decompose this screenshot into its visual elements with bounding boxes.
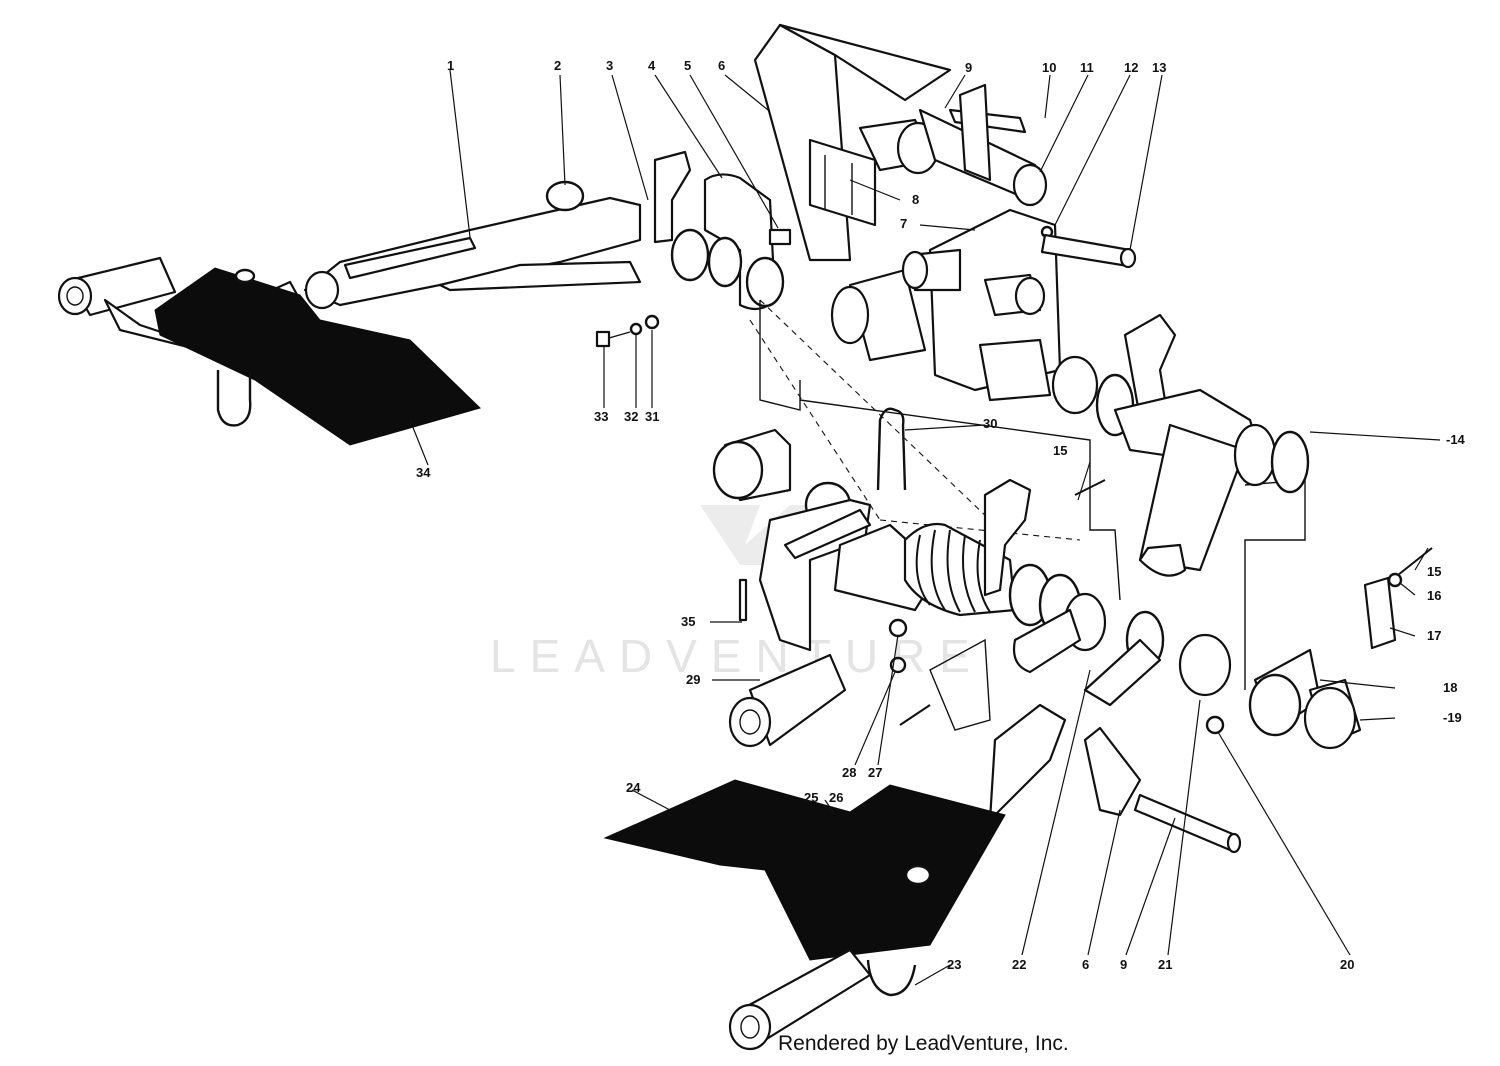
callout-28: 28 [842, 765, 856, 780]
leader-lines [409, 69, 1441, 986]
callout-9-lower: 9 [1120, 957, 1127, 972]
callout-6-lower: 6 [1082, 957, 1089, 972]
callout-1: 1 [447, 58, 454, 73]
credit-text: Rendered by LeadVenture, Inc. [778, 1032, 1069, 1055]
callout-34: 34 [416, 465, 431, 480]
callout-2: 2 [554, 58, 561, 73]
callout-25: 25 [804, 790, 818, 805]
callout-19: -19 [1443, 710, 1462, 725]
callout-9: 9 [965, 60, 972, 75]
bracket-plates [749, 23, 1306, 690]
callout-18: 18 [1443, 680, 1457, 695]
callout-30: 30 [983, 416, 997, 431]
lower-spring-assembly [712, 407, 1433, 854]
callout-17: 17 [1427, 628, 1441, 643]
callout-29: 29 [686, 672, 700, 687]
callout-20: 20 [1340, 957, 1354, 972]
callout-32: 32 [624, 409, 638, 424]
callout-16: 16 [1427, 588, 1441, 603]
callout-33: 33 [594, 409, 608, 424]
callout-23: 23 [947, 957, 961, 972]
lower-pedal-assembly [603, 703, 1067, 1051]
callout-26: 26 [829, 790, 843, 805]
callout-5: 5 [684, 58, 691, 73]
callout-22: 22 [1012, 957, 1026, 972]
callout-3: 3 [606, 58, 613, 73]
callout-15-right: 15 [1427, 564, 1441, 579]
callout-27: 27 [868, 765, 882, 780]
callout-35: 35 [681, 614, 695, 629]
callout-12: 12 [1124, 60, 1138, 75]
callout-8: 8 [912, 192, 919, 207]
callout-13: 13 [1152, 60, 1166, 75]
callout-24: 24 [626, 780, 641, 795]
callout-21: 21 [1158, 957, 1172, 972]
callout-15: 15 [1053, 443, 1067, 458]
watermark-text: LEADVENTURE [490, 630, 984, 682]
callouts: 1 2 3 4 5 6 7 8 9 10 11 12 13 -14 15 15 … [416, 58, 1466, 972]
callout-10: 10 [1042, 60, 1056, 75]
callout-11: 11 [1080, 60, 1094, 75]
upper-pedal-assembly [57, 150, 792, 446]
callout-7: 7 [900, 216, 907, 231]
callout-14: -14 [1446, 432, 1466, 447]
callout-4: 4 [648, 58, 656, 73]
callout-31: 31 [645, 409, 659, 424]
right-lever [1113, 313, 1310, 577]
callout-6: 6 [718, 58, 725, 73]
